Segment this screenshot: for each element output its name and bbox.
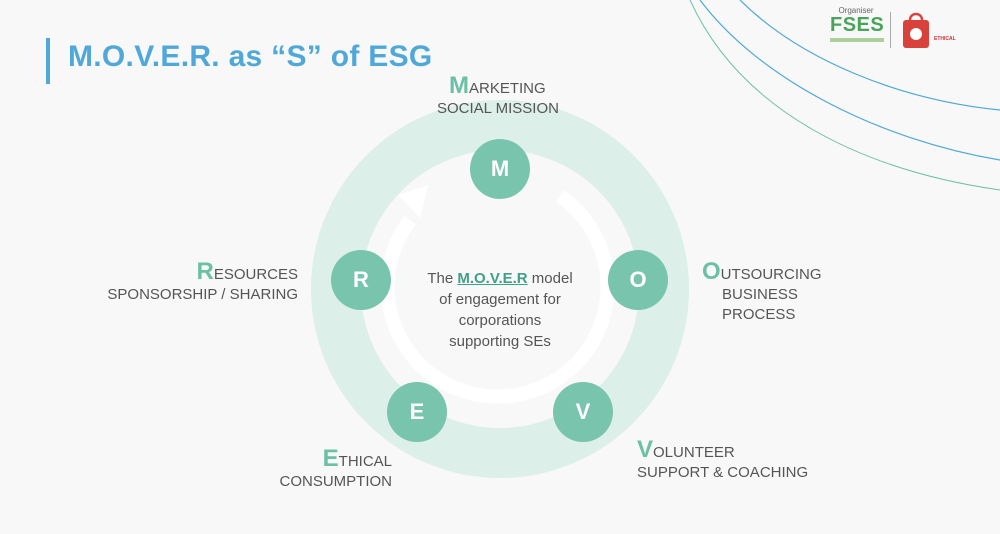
circle-o	[608, 250, 668, 310]
logo-area: Organiser FSES ETHICAL	[828, 6, 978, 52]
center-prefix: The	[427, 270, 458, 287]
circle-v-letter: V	[575, 399, 591, 424]
circle-r-letter: R	[353, 267, 369, 292]
node-marketing: MARKETING SOCIAL MISSION	[437, 74, 559, 119]
node-outsourcing-first: O	[702, 258, 721, 285]
node-resources-rest: ESOURCES	[213, 266, 298, 283]
circle-r	[331, 250, 391, 310]
organiser-label: Organiser	[838, 6, 874, 15]
fses-logo: FSES	[830, 14, 885, 36]
center-line-3: corporations	[458, 312, 542, 329]
node-outsourcing: OUTSOURCING BUSINESS PROCESS	[702, 260, 822, 325]
node-resources-line2: SPONSORSHIP / SHARING	[107, 286, 298, 303]
slide-title: M.O.V.E.R. as “S” of ESG	[68, 40, 433, 73]
node-marketing-line2: SOCIAL MISSION	[437, 100, 559, 117]
cycle-arrow-head	[398, 185, 428, 218]
node-outsourcing-line3: PROCESS	[722, 306, 796, 323]
node-volunteer-first: V	[637, 436, 654, 463]
node-volunteer: VOLUNTEER SUPPORT & COACHING	[637, 438, 809, 483]
circle-m-letter: M	[490, 156, 510, 181]
node-marketing-first: M	[449, 72, 469, 99]
circle-e	[387, 382, 447, 442]
circle-v	[553, 382, 613, 442]
node-outsourcing-line2: BUSINESS	[722, 286, 798, 303]
center-highlight: M.O.V.E.R	[457, 270, 528, 287]
ethical-bag-icon	[903, 12, 929, 48]
logo-divider	[890, 12, 891, 48]
node-ethical: ETHICAL CONSUMPTION	[274, 447, 393, 492]
node-resources-first: R	[196, 258, 214, 285]
circle-o-letter: O	[629, 267, 647, 292]
title-accent-bar	[46, 38, 50, 84]
node-volunteer-rest: OLUNTEER	[653, 444, 735, 461]
center-line-2: of engagement for	[439, 291, 561, 308]
inner-arrow-track	[380, 190, 615, 404]
ethical-logo-text: ETHICAL	[934, 36, 956, 42]
node-volunteer-line2: SUPPORT & COACHING	[637, 464, 809, 481]
circle-m	[470, 139, 530, 199]
center-line-4: supporting SEs	[449, 333, 551, 350]
node-ethical-rest: THICAL	[338, 453, 392, 470]
node-ethical-line2: CONSUMPTION	[279, 473, 393, 490]
center-suffix: model	[527, 270, 573, 287]
node-outsourcing-rest: UTSOURCING	[720, 266, 822, 283]
fses-logo-subtitle	[830, 38, 884, 42]
node-marketing-rest: ARKETING	[469, 80, 546, 97]
node-resources: RESOURCES SPONSORSHIP / SHARING	[100, 260, 298, 305]
center-description: The M.O.V.E.R model of engagement for co…	[410, 268, 590, 352]
circle-e-letter: E	[409, 399, 425, 424]
node-ethical-first: E	[322, 445, 339, 472]
